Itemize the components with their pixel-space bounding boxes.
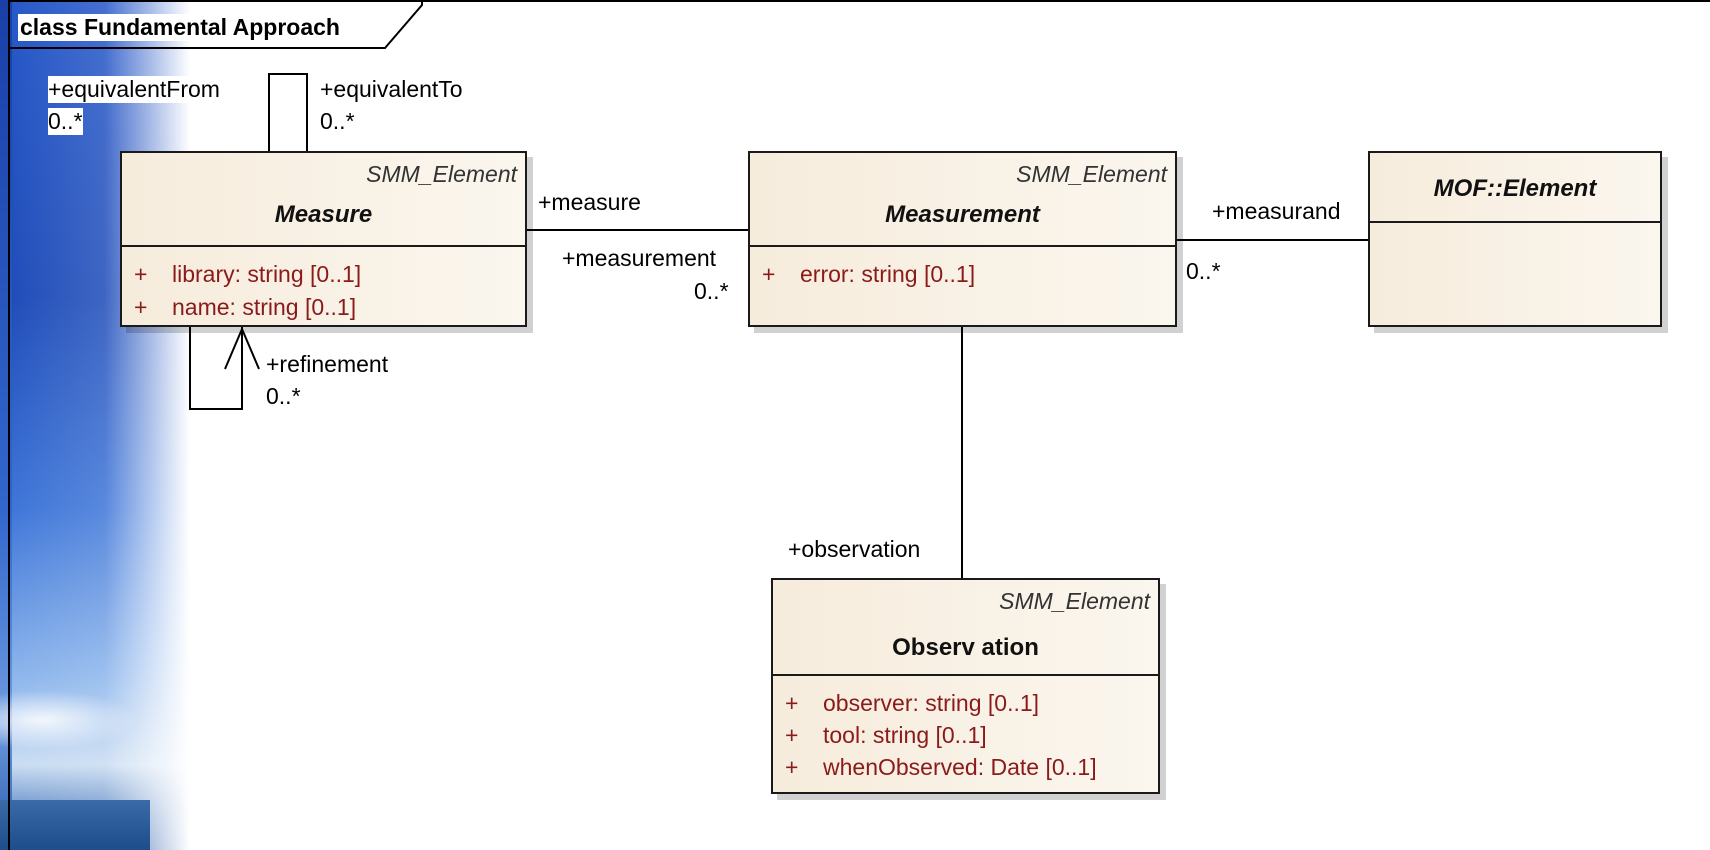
role-measurement: +measurement bbox=[562, 245, 717, 271]
attribute-text: tool: string [0..1] bbox=[823, 722, 987, 748]
role-observation: +observation bbox=[788, 536, 921, 562]
attribute-text: error: string [0..1] bbox=[800, 261, 976, 287]
class-measurement[interactable]: SMM_Element Measurement + error: string [… bbox=[748, 151, 1177, 327]
class-observation-divider bbox=[773, 674, 1158, 676]
class-measurement-stereotype: SMM_Element bbox=[1016, 161, 1167, 187]
role-measurand: +measurand bbox=[1212, 198, 1341, 224]
visibility-marker: + bbox=[134, 261, 148, 287]
class-measurement-divider bbox=[750, 245, 1175, 247]
role-equivalent-from: +equivalentFrom bbox=[48, 76, 220, 103]
refinement-arrowhead bbox=[224, 326, 260, 370]
frame-title: class Fundamental Approach bbox=[18, 14, 342, 41]
role-measurand-multiplicity: 0..* bbox=[1186, 258, 1221, 284]
refinement-association-line bbox=[189, 327, 243, 410]
class-observation-name: Observ ation bbox=[892, 634, 1039, 661]
class-measure-name: Measure bbox=[274, 201, 373, 228]
class-observation-attribute: + whenObserved: Date [0..1] bbox=[785, 754, 1097, 781]
visibility-marker: + bbox=[785, 754, 799, 780]
class-mof-element-divider bbox=[1370, 221, 1660, 223]
frame-tab-outline bbox=[10, 0, 423, 49]
visibility-marker: + bbox=[785, 722, 799, 748]
visibility-marker: + bbox=[762, 261, 776, 287]
diagram-frame bbox=[8, 0, 1710, 850]
role-measure: +measure bbox=[538, 189, 641, 215]
visibility-marker: + bbox=[134, 294, 148, 320]
role-measurement-multiplicity: 0..* bbox=[694, 278, 729, 304]
role-refinement-multiplicity: 0..* bbox=[266, 383, 301, 409]
class-observation-stereotype: SMM_Element bbox=[999, 588, 1150, 614]
attribute-text: name: string [0..1] bbox=[172, 294, 357, 320]
equivalent-association-line bbox=[268, 73, 308, 151]
class-measure[interactable]: SMM_Element Measure + library: string [0.… bbox=[120, 151, 527, 327]
role-equivalent-from-multiplicity: 0..* bbox=[48, 108, 83, 135]
visibility-marker: + bbox=[785, 690, 799, 716]
class-observation[interactable]: SMM_Element Observ ation + observer: stri… bbox=[771, 578, 1160, 794]
class-measure-attribute: + name: string [0..1] bbox=[134, 294, 356, 321]
class-measure-divider bbox=[122, 245, 525, 247]
class-mof-element-name: MOF::Element bbox=[1433, 175, 1597, 202]
class-measurement-attribute: + error: string [0..1] bbox=[762, 261, 975, 288]
class-measurement-name: Measurement bbox=[885, 201, 1040, 228]
class-measure-attribute: + library: string [0..1] bbox=[134, 261, 361, 288]
class-measure-stereotype: SMM_Element bbox=[366, 161, 517, 187]
class-observation-attribute: + observer: string [0..1] bbox=[785, 690, 1039, 717]
class-observation-attribute: + tool: string [0..1] bbox=[785, 722, 987, 749]
role-refinement: +refinement bbox=[266, 351, 389, 377]
background-cloud bbox=[0, 690, 140, 750]
role-equivalent-to-multiplicity: 0..* bbox=[320, 108, 355, 134]
attribute-text: whenObserved: Date [0..1] bbox=[823, 754, 1097, 780]
background-sea bbox=[0, 800, 150, 850]
class-mof-element[interactable]: MOF::Element bbox=[1368, 151, 1662, 327]
attribute-text: library: string [0..1] bbox=[172, 261, 362, 287]
role-equivalent-to: +equivalentTo bbox=[320, 76, 463, 102]
attribute-text: observer: string [0..1] bbox=[823, 690, 1040, 716]
